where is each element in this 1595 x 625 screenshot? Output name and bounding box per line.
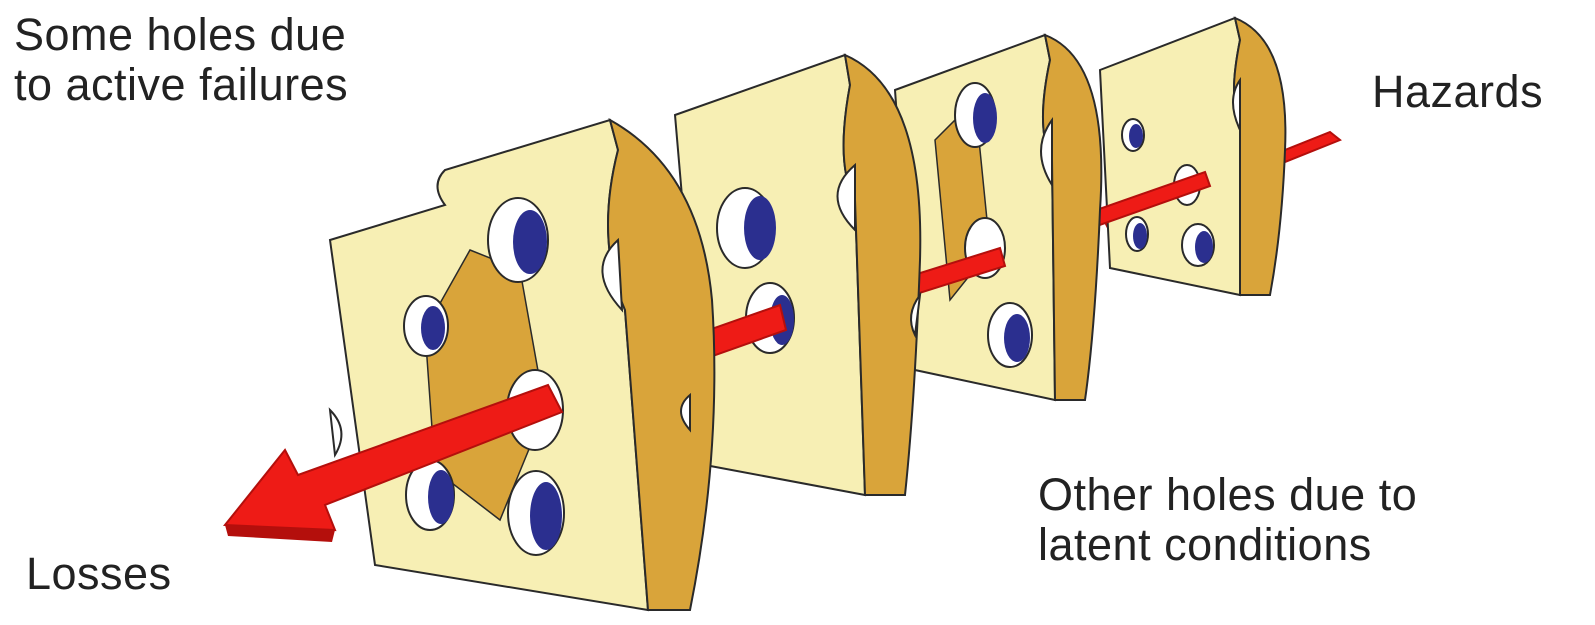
active-failures-label: Some holes due to active failures xyxy=(14,10,348,110)
cheese-hole xyxy=(421,306,445,350)
cheese-hole xyxy=(744,196,776,260)
cheese-hole xyxy=(1004,314,1030,362)
cheese-hole xyxy=(1195,231,1213,263)
cheese-hole xyxy=(1133,223,1147,249)
cheese-hole xyxy=(530,482,562,550)
latent-conditions-line-2: latent conditions xyxy=(1038,520,1417,570)
losses-label: Losses xyxy=(26,549,172,599)
cheese-hole xyxy=(428,470,454,524)
cheese-hole xyxy=(513,210,547,274)
cheese-hole xyxy=(1129,124,1143,148)
latent-conditions-line-1: Other holes due to xyxy=(1038,470,1417,520)
cheese-slice-4 xyxy=(1100,18,1285,295)
hazards-label: Hazards xyxy=(1372,67,1543,117)
latent-conditions-label: Other holes due to latent conditions xyxy=(1038,470,1417,570)
cheese-hole xyxy=(973,93,997,143)
cheese-slice-3 xyxy=(895,35,1101,400)
cheese-slice-1 xyxy=(330,120,714,610)
active-failures-line-1: Some holes due xyxy=(14,10,348,60)
active-failures-line-2: to active failures xyxy=(14,60,348,110)
